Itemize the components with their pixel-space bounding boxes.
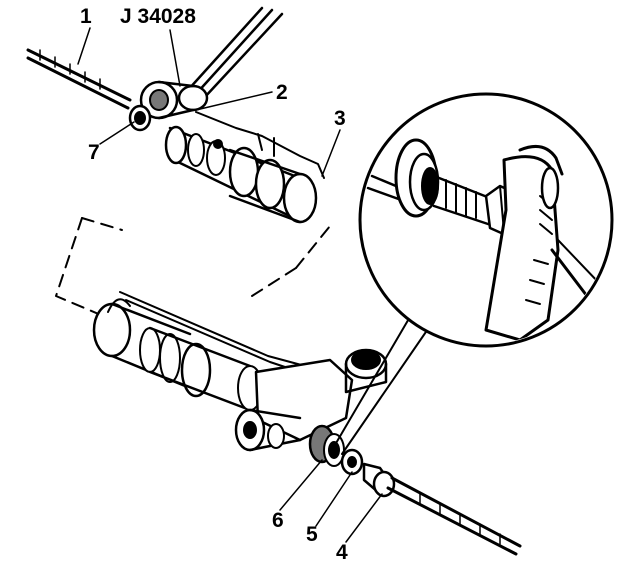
upper-rack-housing	[164, 111, 325, 224]
outer-tie-rod-end	[362, 462, 522, 556]
upper-tie-rod	[26, 48, 132, 110]
callout-4: 4	[336, 541, 348, 564]
leader-lines-upper	[77, 27, 341, 177]
bellows-boot	[308, 424, 345, 467]
callout-5: 5	[306, 523, 318, 546]
callout-2: 2	[276, 81, 288, 104]
callout-tool: J 34028	[120, 5, 196, 28]
dashed-connector	[55, 217, 331, 319]
callout-1: 1	[80, 5, 92, 28]
jam-nut	[340, 448, 364, 476]
callout-7: 7	[88, 141, 100, 164]
inner-tie-rod-nut	[128, 104, 152, 132]
detail-callout	[331, 92, 614, 455]
callout-3: 3	[334, 107, 346, 130]
tool-j34028	[139, 6, 284, 120]
steering-gear-housing	[92, 291, 388, 452]
callout-6: 6	[272, 509, 284, 532]
leader-lines-lower	[279, 459, 383, 543]
